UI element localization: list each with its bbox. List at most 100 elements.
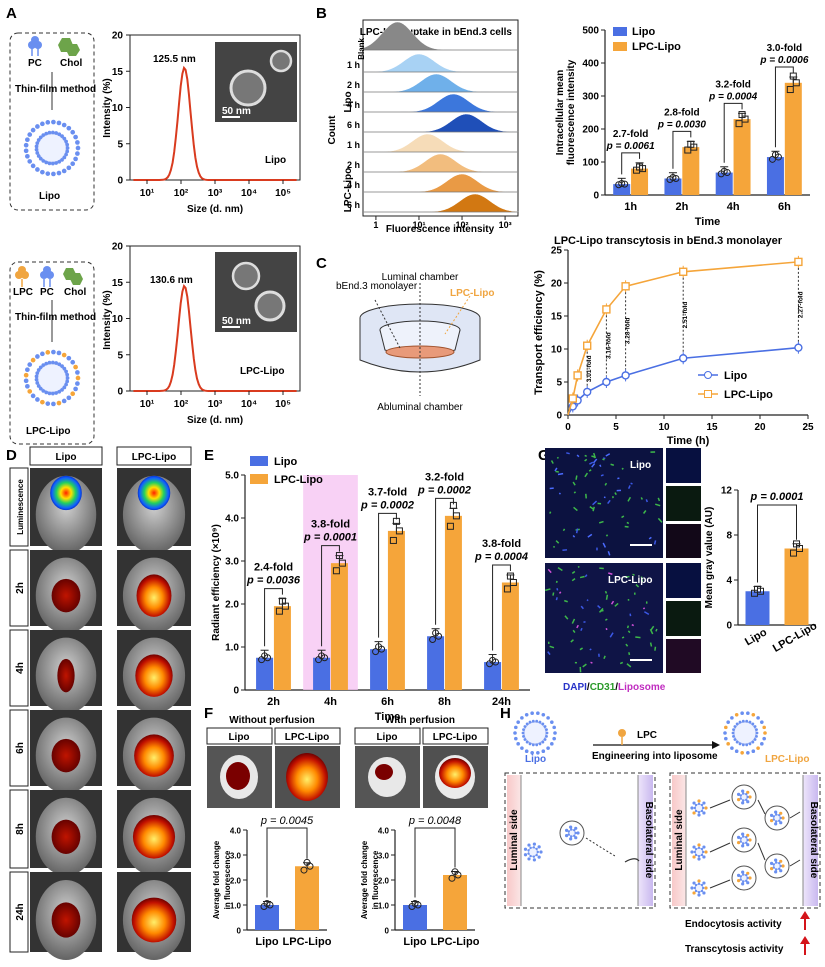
x-tick-label: Lipo bbox=[743, 626, 769, 648]
cell-speck bbox=[609, 632, 614, 638]
lipid-head bbox=[769, 861, 774, 865]
lipid-head bbox=[47, 360, 52, 365]
panel-label-e: E bbox=[204, 447, 214, 464]
bar bbox=[682, 147, 700, 195]
lipid-head bbox=[23, 378, 29, 384]
significance-bracket bbox=[757, 504, 797, 583]
lipid-head bbox=[748, 795, 752, 799]
data-point bbox=[446, 522, 454, 530]
transport-arrow bbox=[709, 799, 731, 809]
lipid-head bbox=[35, 124, 40, 129]
transport-arrow bbox=[709, 842, 731, 853]
bar bbox=[427, 636, 445, 690]
bar bbox=[444, 515, 462, 690]
x-tick-label: 20 bbox=[754, 422, 766, 433]
luminescence-signal bbox=[137, 475, 171, 511]
peak-label: 125.5 nm bbox=[153, 54, 196, 65]
lipid-head bbox=[567, 830, 570, 833]
without-perfusion-title: Without perfusion bbox=[229, 715, 314, 726]
lipid-head bbox=[694, 809, 698, 813]
p-value-label: p = 0.0030 bbox=[657, 119, 707, 130]
lipid-head bbox=[51, 349, 56, 355]
lipid-head bbox=[529, 846, 532, 850]
x-tick-label: 8h bbox=[438, 696, 451, 708]
data-point bbox=[636, 163, 644, 171]
cell-speck bbox=[632, 573, 635, 576]
lipid-head bbox=[23, 142, 29, 148]
lipid-head bbox=[702, 881, 706, 885]
panel-label-d: D bbox=[6, 447, 17, 464]
lipid-head bbox=[536, 850, 539, 854]
fold-label: 2.27-fold bbox=[797, 291, 804, 318]
lipid-head bbox=[57, 159, 62, 164]
endocytosis-label: Endocytosis activity bbox=[685, 919, 782, 930]
p-value-label: p = 0.0001 bbox=[303, 532, 357, 544]
lipid-head bbox=[36, 154, 41, 158]
data-point bbox=[303, 858, 311, 866]
legend-label-lipo: Lipo bbox=[724, 370, 747, 382]
cell-speck bbox=[603, 496, 606, 499]
y-tick-label: 25 bbox=[551, 246, 563, 257]
lpc-lipo-label: LPC-Lipo bbox=[26, 426, 70, 437]
fluorescence-signal bbox=[134, 734, 174, 777]
lipid-head bbox=[23, 148, 29, 154]
lipid-head bbox=[535, 853, 538, 857]
cell-speck bbox=[645, 601, 648, 604]
lipid-head bbox=[60, 364, 64, 368]
lipid-head bbox=[779, 816, 782, 820]
x-tick-label: 10 bbox=[658, 422, 670, 433]
y-tick-label: 0 bbox=[117, 176, 123, 187]
data-point bbox=[452, 512, 460, 520]
lipid-head bbox=[700, 809, 704, 813]
cell-speck bbox=[599, 567, 604, 570]
lipid-head bbox=[779, 864, 782, 868]
lipid-head bbox=[51, 130, 55, 135]
p-value-label: p = 0.0004 bbox=[474, 551, 528, 563]
lipid-head bbox=[694, 889, 698, 893]
up-arrow-icon bbox=[800, 936, 810, 944]
lipid-head bbox=[724, 736, 728, 741]
y-tick-label: 2.0 bbox=[230, 877, 242, 886]
lipid-head bbox=[774, 868, 778, 871]
lipid-head bbox=[745, 841, 748, 845]
lipid-head bbox=[62, 155, 67, 160]
lipid-head bbox=[697, 802, 701, 805]
lipid-head bbox=[51, 401, 56, 407]
y-tick-label: 0 bbox=[556, 411, 562, 422]
bar bbox=[443, 875, 467, 930]
lipid-head bbox=[724, 725, 728, 730]
cell-speck bbox=[588, 469, 592, 472]
chol-label: Chol bbox=[64, 287, 86, 298]
cell-speck bbox=[592, 500, 598, 506]
cell-speck bbox=[580, 627, 583, 631]
cell-speck bbox=[597, 605, 601, 609]
lipid-head bbox=[772, 863, 775, 866]
lipid-head bbox=[34, 377, 39, 382]
lipid-head bbox=[522, 728, 525, 732]
x-tick-label: 6h bbox=[778, 201, 791, 213]
lipid-head bbox=[736, 879, 741, 883]
lipid-head bbox=[47, 130, 52, 135]
x-tick-label: 10⁴ bbox=[241, 399, 257, 410]
lpc-lipo-vesicle-icon bbox=[23, 349, 81, 407]
data-point bbox=[263, 900, 271, 907]
lipid-head bbox=[36, 138, 41, 142]
lipid-head bbox=[75, 370, 80, 375]
cell-speck bbox=[596, 547, 598, 551]
lipid-head bbox=[75, 151, 80, 156]
data-point bbox=[573, 371, 582, 380]
cell-speck bbox=[648, 536, 652, 540]
lipid-head bbox=[741, 842, 745, 845]
cell-speck bbox=[575, 528, 579, 534]
lipo-schematic-box bbox=[9, 32, 95, 211]
lipid-head bbox=[65, 372, 70, 377]
y-tick-label: 1.0 bbox=[230, 902, 242, 911]
y-axis-title: Intensity (%) bbox=[102, 78, 113, 137]
lipid-head bbox=[740, 750, 744, 755]
lipid-head bbox=[546, 716, 550, 720]
lipid-head bbox=[64, 369, 68, 374]
lipid-head bbox=[40, 399, 45, 405]
lipid-head bbox=[38, 156, 43, 161]
cell-speck bbox=[655, 503, 661, 507]
